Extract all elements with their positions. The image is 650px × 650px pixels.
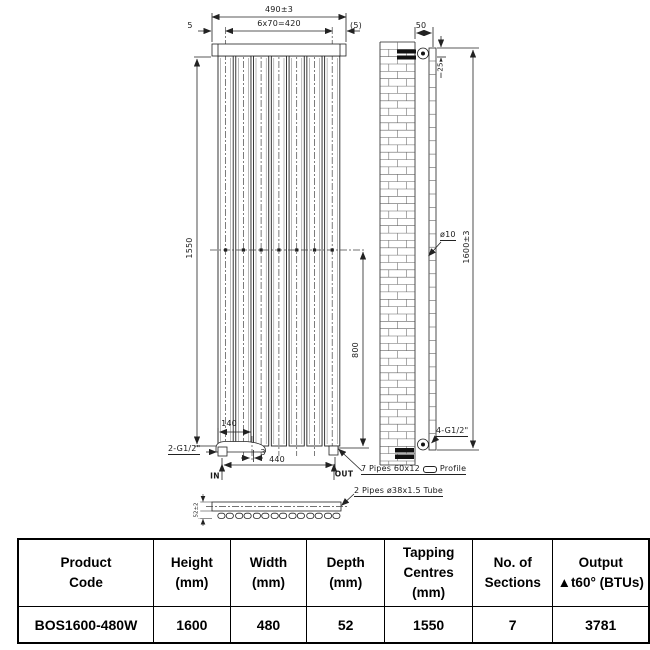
tapping-point: [277, 248, 281, 252]
profile-oval: [279, 512, 288, 519]
profile-pipes-text: 7 Pipes 60x12: [361, 464, 420, 473]
side-profile-ticks: [429, 60, 436, 434]
profile-pipes-label: 7 Pipes 60x12 Profile: [361, 464, 467, 475]
tapping-point: [259, 248, 263, 252]
dim-overall-width: 490±3: [264, 5, 294, 14]
dim-overall-height: 1600±3: [462, 229, 471, 265]
profile-oval: [235, 512, 244, 519]
top-collector: [211, 43, 347, 57]
dim-offset: 3: [260, 448, 266, 457]
inlet-label: IN: [210, 471, 220, 481]
profile-oval: [306, 512, 315, 519]
spec-col-header: Width(mm): [229, 538, 308, 607]
spec-col-value: 1600: [152, 606, 231, 644]
tapping-point: [224, 248, 228, 252]
dim-connection-centres: 440: [269, 455, 285, 464]
bottom-section-view: [198, 494, 348, 526]
profile-oval: [243, 512, 252, 519]
front-view: [193, 13, 369, 506]
spec-col-header: Output▲t60° (BTUs): [552, 538, 650, 607]
dim-hole-diameter: ø10: [440, 230, 456, 241]
tapping-point: [241, 248, 245, 252]
brick-hatch: [380, 42, 415, 465]
spec-col-value: 7: [471, 606, 554, 644]
top-wall-bracket: [397, 47, 429, 60]
spec-col-value: BOS1600-480W: [17, 606, 154, 644]
profile-shape-icon: [422, 465, 437, 473]
dim-gap-right: (5): [350, 21, 362, 30]
profile-oval: [314, 512, 323, 519]
dim-top-to-bracket: 25: [436, 61, 445, 73]
tapping-points: [224, 248, 334, 252]
profile-oval: [323, 512, 332, 519]
dim-lower-span: 800: [351, 342, 360, 358]
profile-oval: [261, 512, 270, 519]
spec-col-header: Depth(mm): [306, 538, 386, 607]
side-connections-label: 4-G1/2": [436, 426, 469, 437]
profile-oval: [288, 512, 297, 519]
panel-inner-lines: [220, 58, 338, 444]
tapping-point: [312, 248, 317, 252]
dim-panel-pitch: 6x70=420: [257, 19, 301, 28]
profile-oval: [332, 512, 341, 519]
panel-centerlines: [225, 27, 333, 456]
profile-oval: [270, 512, 279, 519]
bottom-connections-label: 2-G1/2": [168, 444, 201, 455]
profile-sections: [217, 512, 341, 519]
spec-col-value: 52: [306, 606, 386, 644]
valve-cover: [215, 441, 266, 453]
outlet-label: OUT: [334, 469, 354, 479]
profile-oval: [225, 512, 234, 519]
profile-oval: [252, 512, 261, 519]
spec-col-value: 480: [229, 606, 308, 644]
spec-col-value: 1550: [384, 606, 473, 644]
dim-bracket-offset: 50: [415, 21, 427, 30]
dim-valve-centre: 140: [221, 419, 237, 428]
tapping-point: [330, 248, 334, 252]
tube-pipes-label: 2 Pipes ø38x1.5 Tube: [354, 486, 444, 497]
profile-pipes-suffix: Profile: [439, 464, 467, 473]
dim-section-depth: 52±2: [193, 501, 200, 519]
dim-panel-height: 1550: [185, 237, 194, 259]
profile-oval: [217, 512, 226, 519]
dim-gap-left: 5: [187, 21, 193, 30]
tapping-point: [295, 248, 299, 252]
bottom-wall-bracket: [395, 438, 429, 459]
profile-oval: [296, 512, 305, 519]
side-view: [379, 27, 479, 466]
outlet-stub: [328, 445, 339, 456]
inlet-stub: [217, 446, 228, 457]
spec-col-value: 3781: [552, 606, 650, 644]
spec-col-header: Height(mm): [152, 538, 231, 607]
